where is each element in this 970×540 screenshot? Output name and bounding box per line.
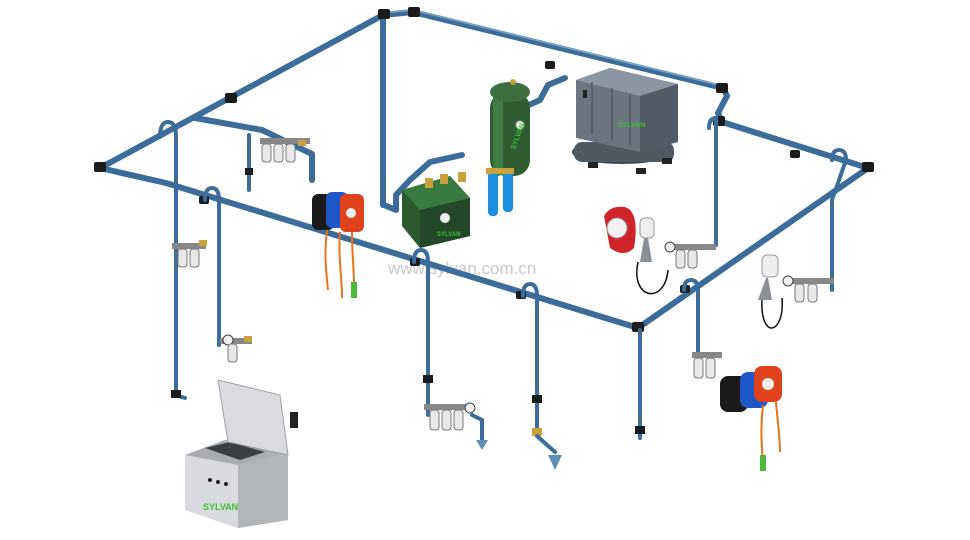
refrigerated-dryer: SYLVAN bbox=[402, 172, 470, 248]
hose-reel-cluster-left bbox=[312, 192, 364, 299]
parts-cleaning-tank: SYLVAN bbox=[185, 379, 298, 528]
filter-unit-right-far bbox=[782, 275, 834, 303]
hose-reel-cluster-right bbox=[720, 366, 782, 471]
filter-unit-left-lower bbox=[220, 334, 252, 363]
compressor-brand: SYLVAN bbox=[618, 122, 645, 129]
drop-lines bbox=[158, 115, 849, 440]
filter-unit-right-lower bbox=[692, 352, 722, 379]
filter-unit-right-upper bbox=[664, 241, 716, 269]
inline-air-filters bbox=[486, 168, 514, 216]
air-receiver-tank: SYLVAN bbox=[490, 79, 530, 176]
filter-unit-center bbox=[424, 402, 488, 450]
spray-gun-station-right bbox=[758, 254, 783, 329]
screw-air-compressor: SYLVAN bbox=[572, 68, 678, 174]
filter-unit-center-right bbox=[532, 428, 562, 470]
filter-unit-left-mid bbox=[172, 240, 207, 268]
cleaning-tank-brand: SYLVAN bbox=[203, 502, 238, 512]
filter-unit-left-upper bbox=[260, 138, 310, 163]
dryer-brand: SYLVAN bbox=[437, 232, 460, 238]
main-pipe-loop bbox=[97, 9, 871, 331]
spray-gun-station-left bbox=[604, 206, 669, 295]
